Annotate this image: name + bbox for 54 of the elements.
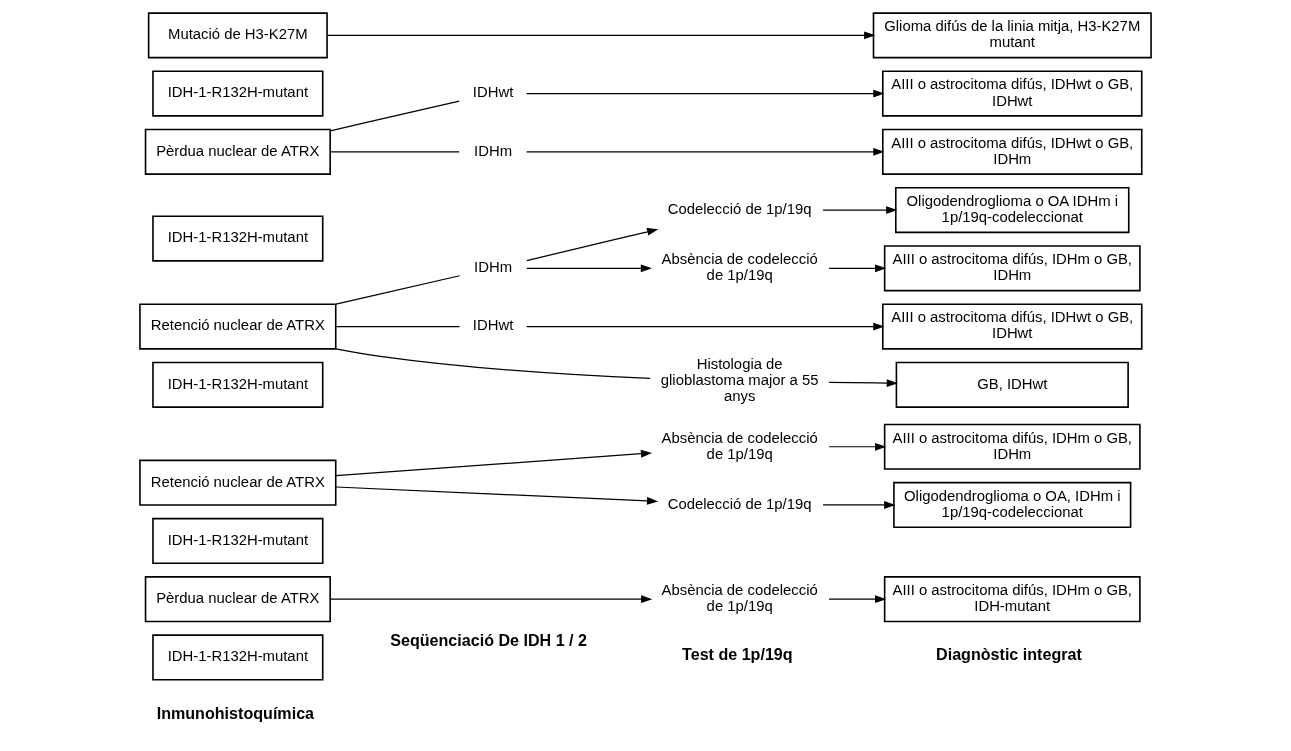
arrow	[828, 264, 887, 273]
arrow	[828, 595, 887, 604]
arrow	[828, 379, 898, 387]
node-text: Absència de codelecció de 1p/19q	[661, 429, 818, 462]
node-box: Retenció nuclear de ATRX	[139, 303, 337, 350]
label: Test de 1p/19q	[682, 645, 793, 664]
node-text: IDHwt	[472, 84, 514, 101]
node-box: Retenció nuclear de ATRX	[139, 459, 337, 506]
node-box: AIII o astrocitoma difús, IDHwt o GB, IDHwt	[881, 70, 1143, 117]
node-box: IDH-1-R132H-mutant	[152, 361, 324, 408]
arrow	[526, 264, 652, 273]
arrow	[828, 442, 887, 451]
node-box: Glioma difús de la linia mitja, H3-K27M mutant	[872, 12, 1152, 59]
node-box: AIII o astrocitoma difús, IDHm o GB, IDH-mutant	[883, 576, 1141, 623]
arrow	[526, 147, 885, 156]
label: Seqüenciació De IDH 1 / 2	[390, 630, 588, 649]
label: Diagnòstic integrat	[936, 645, 1082, 664]
node-box: AIII o astrocitoma difús, IDHwt o GB, IDHm	[881, 128, 1143, 175]
node-text: Absència de codelecció de 1p/19q	[661, 251, 818, 284]
node-box: IDH-1-R132H-mutant	[152, 517, 324, 565]
arrow	[822, 501, 896, 509]
node-box: Oligodendroglioma o OA, IDHm i 1p/19q-codeleccionat	[893, 481, 1132, 529]
node-box: Pèrdua nuclear de ATRX	[144, 128, 331, 175]
connector	[329, 100, 460, 132]
arrow	[822, 206, 898, 214]
arrow	[330, 595, 653, 604]
node-text: IDHm	[474, 142, 513, 159]
node-box: AIII o astrocitoma difús, IDHm o GB, IDHm	[883, 245, 1141, 292]
connector	[335, 325, 461, 328]
connector	[329, 151, 460, 153]
node-box: IDH-1-R132H-mutant	[152, 70, 324, 117]
node-box: AIII o astrocitoma difús, IDHwt o GB, IDHwt	[881, 303, 1143, 350]
connector	[335, 348, 651, 379]
node-box: Pèrdua nuclear de ATRX	[144, 576, 331, 623]
node-text: IDHwt	[472, 317, 514, 334]
node-box: Oligodendroglioma o OA IDHm i 1p/19q-codeleccionat	[895, 186, 1130, 234]
node-text: Codelecció de 1p/19q	[667, 495, 812, 512]
connector	[335, 275, 461, 305]
arrow	[526, 228, 659, 262]
label: Inmunohistoquímica	[156, 703, 315, 722]
node-box: IDH-1-R132H-mutant	[152, 634, 324, 681]
arrow	[335, 486, 659, 505]
arrow	[526, 89, 885, 98]
arrow	[326, 31, 876, 40]
arrow	[526, 322, 885, 331]
node-text: IDHm	[474, 259, 513, 276]
arrow	[335, 449, 653, 477]
node-text: Absència de codelecció de 1p/19q	[661, 581, 818, 615]
node-box: Mutació de H3-K27M	[147, 12, 328, 59]
node-text: Codelecció de 1p/19q	[667, 200, 812, 217]
node-box: AIII o astrocitoma difús, IDHm o GB, IDHm	[883, 423, 1141, 470]
node-text: Histologia de glioblastoma major a 55 anys	[660, 355, 819, 405]
node-box: IDH-1-R132H-mutant	[152, 215, 324, 262]
node-box: GB, IDHwt	[895, 361, 1129, 408]
